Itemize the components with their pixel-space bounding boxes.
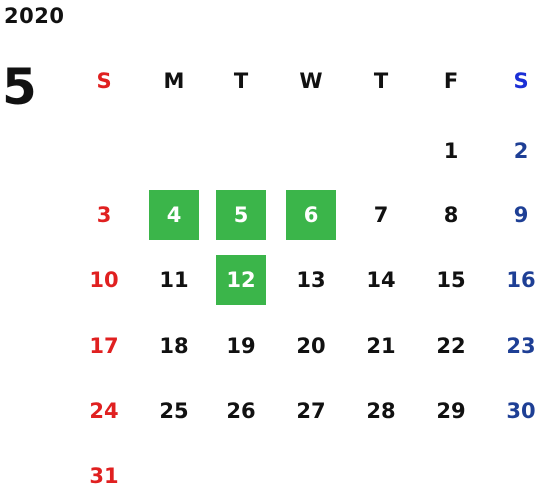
day-cell: 24 xyxy=(89,399,119,423)
day-cell: 30 xyxy=(506,399,536,423)
day-cell: 26 xyxy=(226,399,256,423)
day-cell-holiday: 5 xyxy=(216,190,266,240)
day-cell: 29 xyxy=(436,399,466,423)
day-cell: 2 xyxy=(513,139,529,163)
day-cell: 20 xyxy=(296,334,326,358)
weekday-header-fri: F xyxy=(443,69,459,93)
day-cell: 16 xyxy=(506,268,536,292)
weekday-header-thu: T xyxy=(373,69,389,93)
weekday-header-sun: S xyxy=(96,69,112,93)
day-cell: 27 xyxy=(296,399,326,423)
day-cell: 23 xyxy=(506,334,536,358)
calendar-month: 5 xyxy=(2,58,37,116)
weekday-header-wed: W xyxy=(299,69,323,93)
weekday-header-sat: S xyxy=(513,69,529,93)
day-cell: 8 xyxy=(443,203,459,227)
weekday-header-mon: M xyxy=(163,69,185,93)
day-cell: 21 xyxy=(366,334,396,358)
day-cell: 3 xyxy=(96,203,112,227)
day-cell: 11 xyxy=(159,268,189,292)
day-cell: 9 xyxy=(513,203,529,227)
day-cell: 31 xyxy=(89,464,119,488)
day-cell: 1 xyxy=(443,139,459,163)
day-cell-holiday: 12 xyxy=(216,255,266,305)
day-cell: 22 xyxy=(436,334,466,358)
day-cell: 10 xyxy=(89,268,119,292)
weekday-header-tue: T xyxy=(233,69,249,93)
day-cell: 15 xyxy=(436,268,466,292)
day-cell: 25 xyxy=(159,399,189,423)
day-cell: 7 xyxy=(373,203,389,227)
day-cell: 18 xyxy=(159,334,189,358)
day-cell-holiday: 6 xyxy=(286,190,336,240)
calendar-year: 2020 xyxy=(4,4,65,28)
day-cell-holiday: 4 xyxy=(149,190,199,240)
day-cell: 19 xyxy=(226,334,256,358)
day-cell: 28 xyxy=(366,399,396,423)
day-cell: 17 xyxy=(89,334,119,358)
day-cell: 13 xyxy=(296,268,326,292)
day-cell: 14 xyxy=(366,268,396,292)
